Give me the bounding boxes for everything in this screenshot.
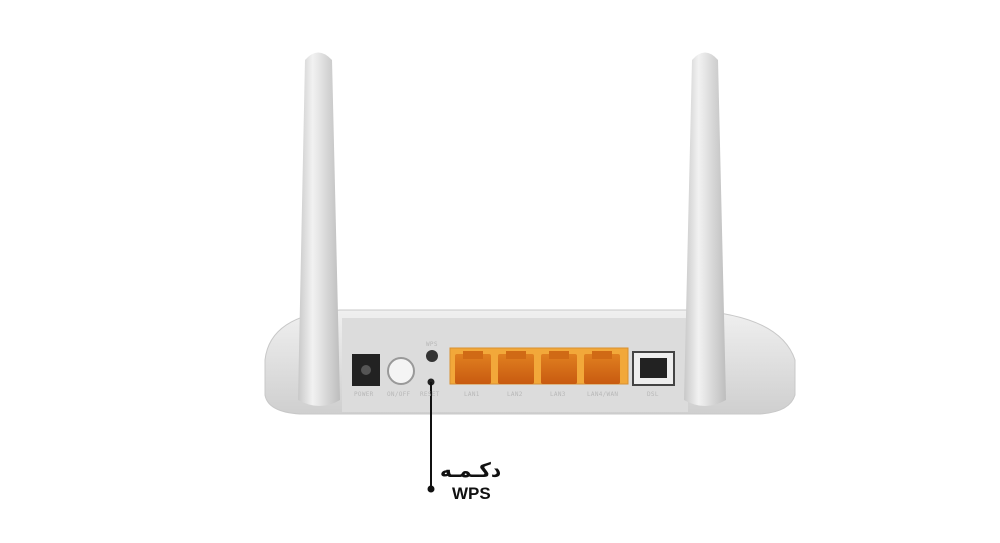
lan3-label: LAN3 — [550, 391, 566, 398]
annotation-wps-text: WPS — [452, 484, 491, 503]
wps-button — [426, 350, 438, 362]
lan4-label: LAN4/WAN — [587, 391, 619, 398]
lan2-label: LAN2 — [507, 391, 523, 398]
power-label: POWER — [354, 391, 374, 398]
annotation-button-text: دکـمـه — [440, 458, 502, 482]
reset-label: RESET — [420, 391, 440, 398]
wps-label: WPS — [426, 341, 438, 348]
onoff-label: ON/OFF — [387, 391, 411, 398]
lan4-wan-port — [584, 351, 620, 384]
lan3-port — [541, 351, 577, 384]
lan1-label: LAN1 — [464, 391, 480, 398]
onoff-button — [387, 357, 415, 385]
left-antenna — [298, 52, 340, 406]
annotation-dot — [427, 485, 435, 493]
right-antenna — [684, 52, 726, 406]
dsl-label: DSL — [647, 391, 659, 398]
lan1-port — [455, 351, 491, 384]
lan2-port — [498, 351, 534, 384]
